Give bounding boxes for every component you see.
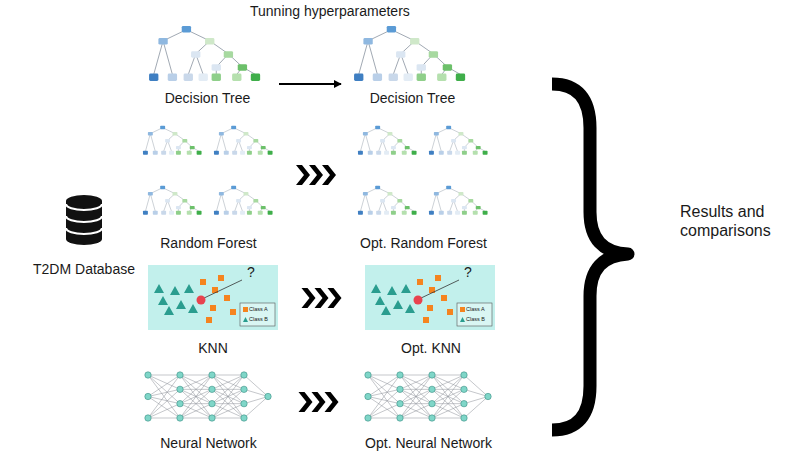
class-label: Class B bbox=[249, 316, 268, 322]
tree-illustration bbox=[358, 126, 417, 155]
query-mark: ? bbox=[464, 265, 472, 280]
knn-illustration bbox=[365, 265, 495, 330]
result-box: Results and comparisons bbox=[680, 194, 792, 248]
database-icon bbox=[66, 195, 102, 245]
model-box: Random Forest bbox=[140, 118, 277, 252]
class-label: Class A bbox=[466, 306, 485, 312]
node-caption: Opt. Neural Network bbox=[365, 435, 492, 452]
node-caption: Opt. Random Forest bbox=[360, 235, 487, 252]
tree-illustration bbox=[354, 26, 465, 81]
node-caption: Random Forest bbox=[160, 235, 256, 252]
class-label: Class A bbox=[249, 306, 268, 312]
model-box: T2DM Database bbox=[28, 192, 140, 278]
tree-illustration bbox=[429, 126, 488, 155]
tree-illustration bbox=[358, 186, 417, 215]
tree-illustration bbox=[143, 186, 202, 215]
node-caption: KNN bbox=[198, 340, 228, 357]
tree-illustration bbox=[429, 186, 488, 215]
chevron-connector bbox=[296, 165, 336, 185]
diagram-title: Tunning hyperparameters bbox=[250, 4, 410, 19]
chevron-connector bbox=[302, 288, 342, 308]
model-box: Decision Tree bbox=[140, 25, 275, 107]
tree-illustration bbox=[214, 186, 273, 215]
model-box: Opt. Random Forest bbox=[355, 118, 492, 252]
node-caption: Neural Network bbox=[160, 435, 256, 452]
model-box: Opt. Neural Network bbox=[360, 366, 497, 452]
node-caption: T2DM Database bbox=[33, 261, 135, 278]
tree-illustration bbox=[214, 126, 273, 155]
nn-illustration bbox=[145, 372, 271, 421]
node-caption: Decision Tree bbox=[165, 90, 251, 107]
node-caption: Decision Tree bbox=[370, 90, 456, 107]
tree-illustration bbox=[149, 26, 260, 81]
model-box: Decision Tree bbox=[345, 25, 480, 107]
query-mark: ? bbox=[247, 265, 255, 280]
class-label: Class B bbox=[466, 316, 485, 322]
knn-illustration bbox=[148, 265, 278, 330]
curly-brace bbox=[552, 84, 628, 430]
arrow-connector bbox=[279, 83, 341, 85]
nn-illustration bbox=[365, 372, 491, 421]
node-caption: Opt. KNN bbox=[401, 340, 461, 357]
node-caption: Results and comparisons bbox=[680, 202, 792, 240]
tree-illustration bbox=[143, 126, 202, 155]
chevron-connector bbox=[299, 392, 339, 412]
model-box: Neural Network bbox=[140, 366, 277, 452]
